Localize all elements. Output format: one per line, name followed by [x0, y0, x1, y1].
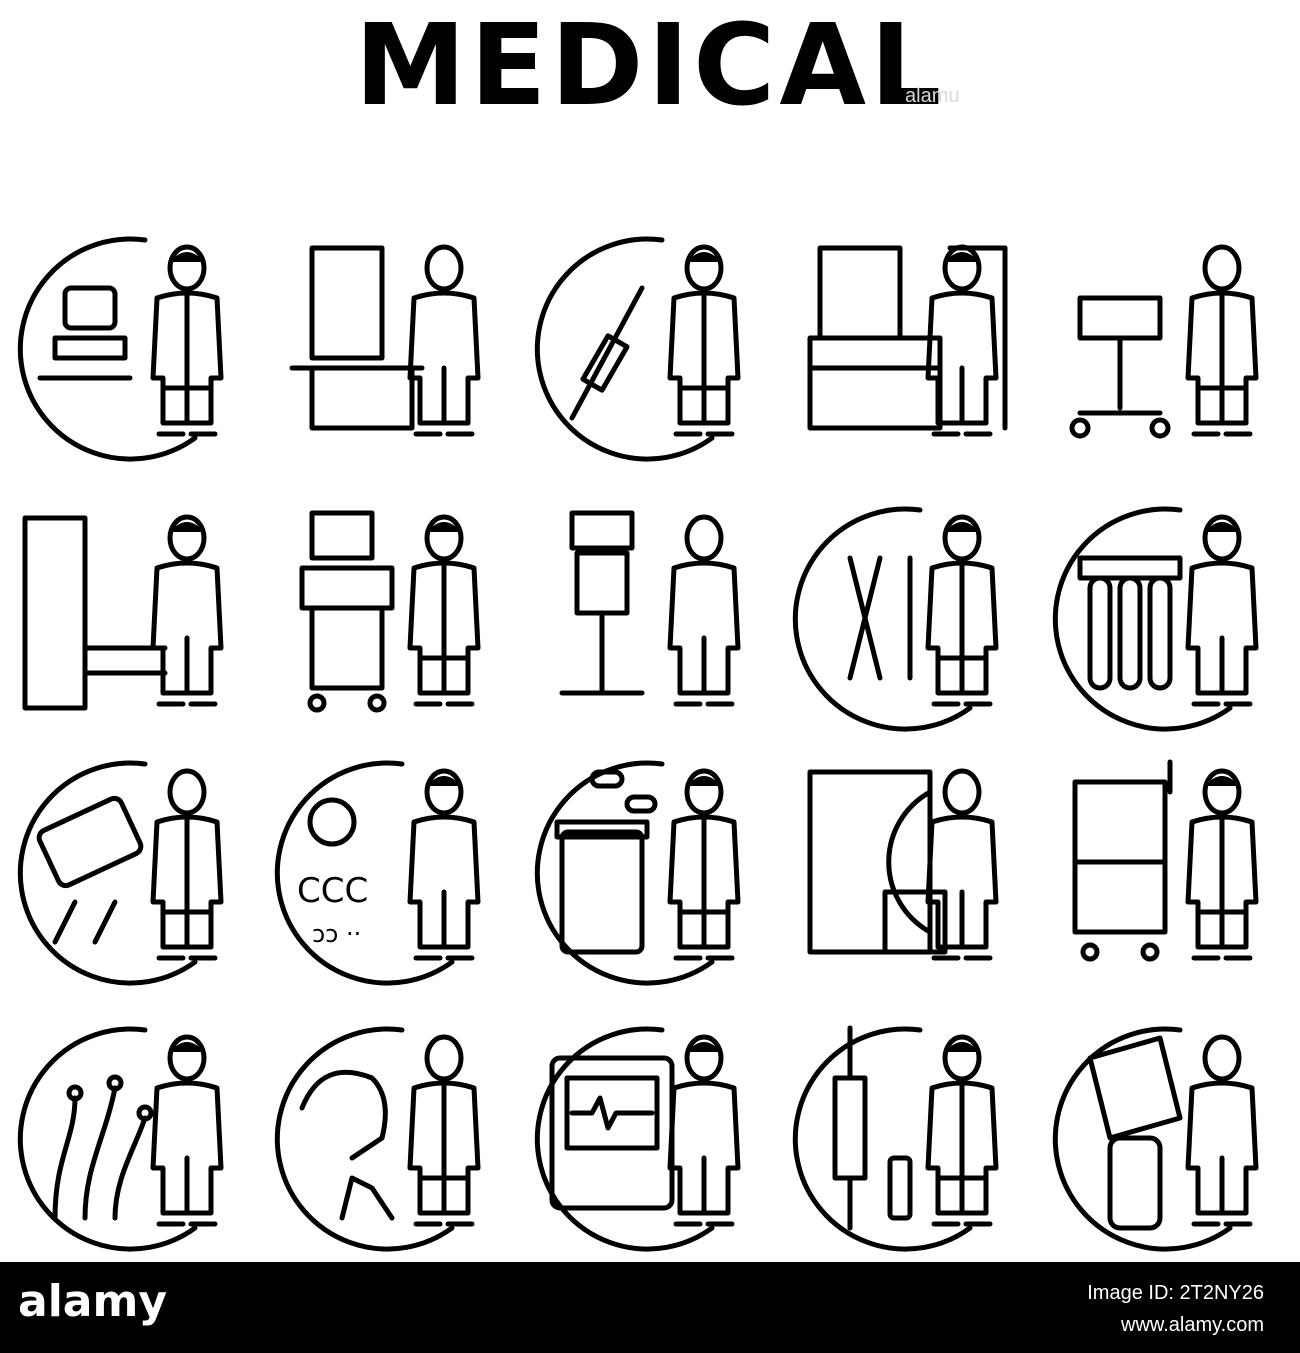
microscope-lab-icon [15, 228, 255, 468]
iv-monitor-stand-icon [532, 498, 772, 738]
pharmacy-pills-icon [532, 752, 772, 992]
page-title: MEDICAL [354, 1, 946, 131]
dental-prosthesis-icon [15, 752, 255, 992]
dialysis-machine-icon [1050, 752, 1290, 992]
svg-text:CCC: CCC [297, 871, 368, 911]
veterinary-pets-icon [272, 1018, 512, 1258]
robotic-surgery-icon [15, 498, 255, 738]
cabinet-office-icon [790, 228, 1030, 468]
xray-table-icon [272, 228, 512, 468]
orthopedic-knee-icon [1050, 1018, 1290, 1258]
alamy-logo: alamy [18, 1276, 167, 1327]
watermark-text: alamu [905, 85, 960, 107]
footer-bar: alamy Image ID: 2T2NY26 www.alamy.com [0, 1262, 1300, 1353]
eye-chart-icon: CCC ɔɔ ·· [272, 752, 512, 992]
site-url: www.alamy.com [1121, 1314, 1264, 1336]
icon-grid: CCC ɔɔ ·· [15, 228, 1290, 1258]
vaccine-syringe-icon [790, 1018, 1030, 1258]
ultrasound-cart-icon [272, 498, 512, 738]
ecg-monitor-icon [532, 1018, 772, 1258]
test-tubes-icon [1050, 498, 1290, 738]
neurology-nerves-icon [15, 1018, 255, 1258]
image-id-label: Image ID: 2T2NY26 [1087, 1282, 1264, 1304]
svg-text:ɔɔ ··: ɔɔ ·· [312, 920, 361, 948]
mri-scanner-icon [790, 752, 1030, 992]
spine-injection-icon [532, 228, 772, 468]
dental-chair-icon [1050, 228, 1290, 468]
surgical-tools-icon [790, 498, 1030, 738]
